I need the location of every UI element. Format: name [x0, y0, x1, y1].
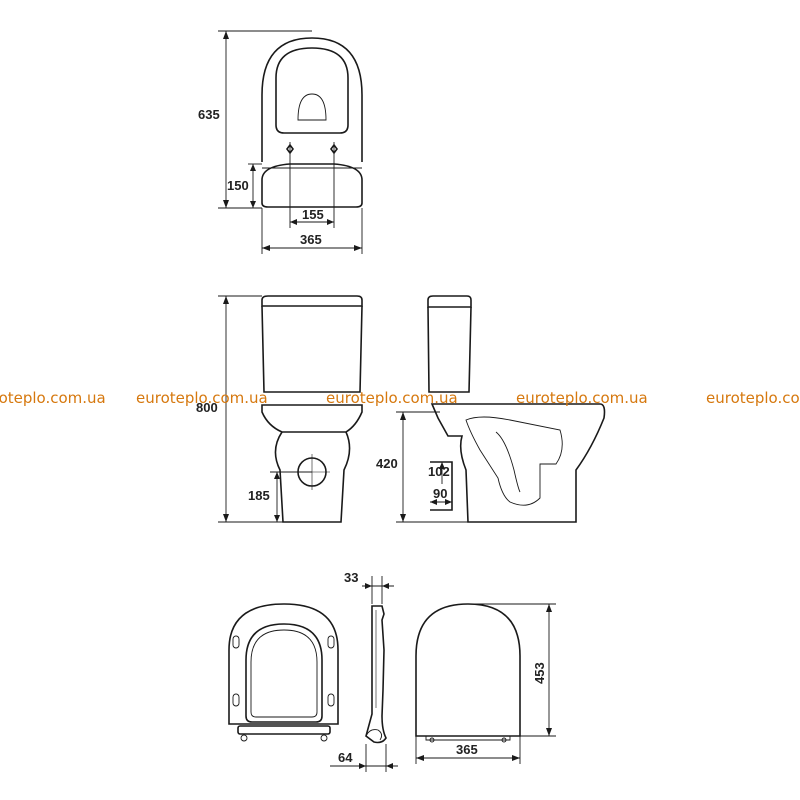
dim-outlet-vertical: 102: [428, 464, 450, 479]
dim-seat-width: 365: [456, 742, 478, 757]
top-view: 635 150 155 365: [198, 30, 363, 254]
side-view: 420 102 90: [376, 295, 606, 523]
dim-seat-height: 420: [376, 456, 398, 471]
dim-outlet-horizontal: 90: [433, 486, 447, 501]
seat-side-view: 33 64: [330, 570, 398, 772]
dim-seat-thickness: 33: [344, 570, 358, 585]
watermark-text: euroteplo.com.ua: [0, 389, 106, 407]
watermark-text: euroteplo.com.ua: [516, 389, 648, 407]
dim-hinge-depth: 64: [338, 750, 353, 765]
dim-fixing-spacing: 155: [302, 207, 324, 222]
seat-cover-view: 453 365: [415, 603, 556, 764]
seat-front-view: [228, 603, 339, 742]
dim-width: 365: [300, 232, 322, 247]
dim-overall-depth: 635: [198, 107, 220, 122]
watermark-text: euroteplo.com.ua: [706, 389, 800, 407]
front-view: 800 185: [196, 295, 363, 523]
dim-overall-height: 800: [196, 400, 218, 415]
watermark-text: euroteplo.com.ua: [136, 389, 268, 407]
watermark-row: euroteplo.com.ua euroteplo.com.ua eurote…: [0, 389, 800, 407]
dim-outlet-height: 185: [248, 488, 270, 503]
dim-tank-depth: 150: [227, 178, 249, 193]
dim-seat-length: 453: [532, 662, 547, 684]
watermark-text: euroteplo.com.ua: [326, 389, 458, 407]
